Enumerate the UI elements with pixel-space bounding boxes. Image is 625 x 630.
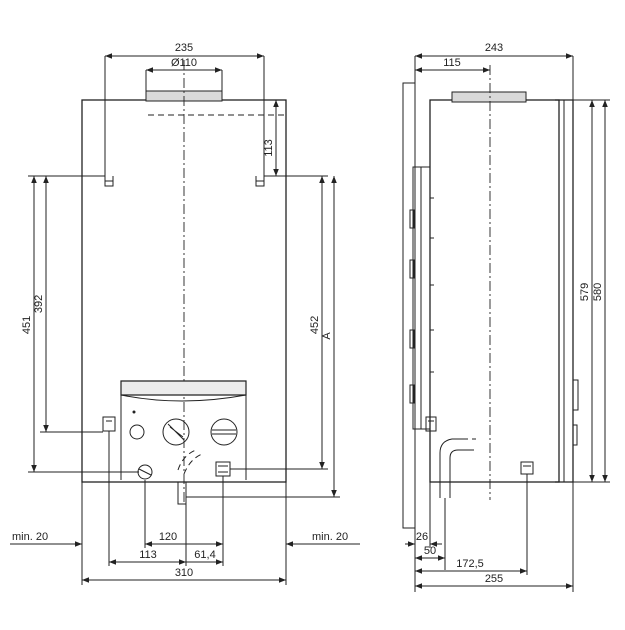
side-dim-243: 243 [485, 42, 503, 54]
side-dim-50: 50 [424, 545, 436, 557]
front-dim-392: 392 [33, 295, 45, 313]
front-left-fitting [102, 416, 116, 432]
side-dim-26: 26 [416, 531, 428, 543]
front-dim-451: 451 [21, 316, 33, 334]
front-mount-hook-right [255, 176, 265, 187]
front-dim-113-top: 113 [263, 139, 275, 157]
side-knob-profile [573, 379, 579, 446]
front-gas-inlet [137, 464, 153, 480]
front-mount-hook-left [104, 176, 114, 187]
side-wall-plate [402, 82, 416, 529]
front-dim-310: 310 [175, 567, 193, 579]
side-dim-580: 580 [592, 283, 604, 301]
side-dim-579: 579 [579, 283, 591, 301]
front-dim-235: 235 [175, 42, 193, 54]
side-left-fitting [425, 416, 437, 432]
front-water-connector [215, 461, 231, 477]
front-dim-a: A [321, 332, 333, 340]
side-dim-255: 255 [485, 573, 503, 585]
side-housing [429, 99, 560, 483]
front-dim-452: 452 [309, 316, 321, 334]
side-view: 243 115 579 580 26 50 172,5 255 [402, 42, 610, 592]
front-view: 235 Ø110 113 451 392 452 A min. 20 [10, 42, 360, 585]
front-dim-120: 120 [159, 531, 177, 543]
front-pilot-window [129, 424, 145, 440]
front-control-panel [120, 380, 247, 396]
side-dim-115: 115 [443, 57, 461, 69]
front-knob-left [162, 418, 190, 446]
front-dim-61-4: 61,4 [194, 549, 215, 561]
side-flue-collar [451, 91, 527, 103]
side-water-pipe [439, 438, 478, 498]
front-clearance-left: min. 20 [12, 531, 48, 543]
side-bottom-fitting [520, 461, 534, 475]
front-hot-water-pipe [177, 449, 203, 505]
front-knob-right [210, 418, 238, 446]
front-dim-113-bottom: 113 [139, 549, 157, 561]
side-dim-172-5: 172,5 [456, 558, 484, 570]
front-indicator-dot [132, 410, 136, 414]
front-clearance-right: min. 20 [312, 531, 348, 543]
front-dim-flue: Ø110 [171, 57, 197, 69]
